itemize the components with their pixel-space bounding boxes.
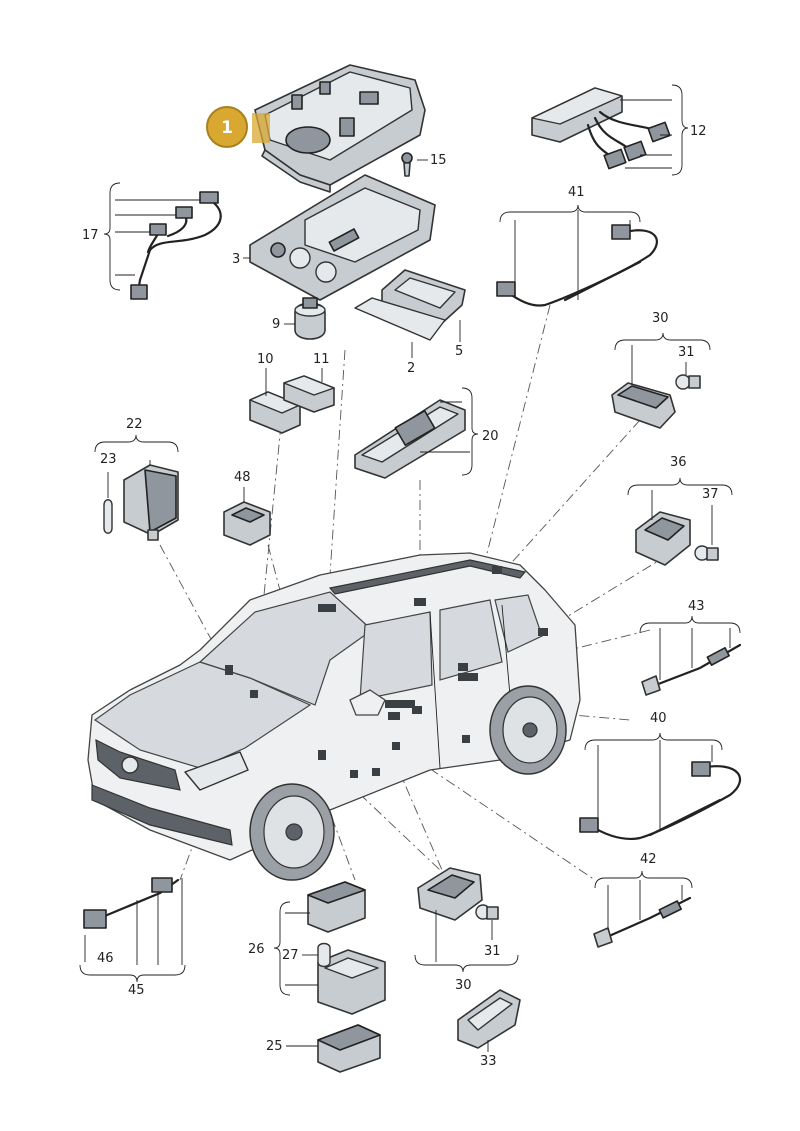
part-lamp-30-bottom: 30	[414, 867, 519, 993]
part-harness-41: 41	[496, 185, 658, 307]
part-lamp-30-top: 30	[611, 311, 711, 429]
callout-1-badge: 1	[206, 106, 270, 148]
part-lamp-26: 26	[248, 881, 386, 1015]
callout-40[interactable]: 40	[650, 711, 667, 726]
callout-2[interactable]: 2	[407, 361, 415, 376]
callout-12[interactable]: 12	[690, 124, 707, 139]
callout-3[interactable]: 3	[232, 252, 240, 267]
callout-17[interactable]: 17	[82, 228, 99, 243]
part-cover-2: 2	[354, 297, 446, 376]
callout-30-bottom[interactable]: 30	[455, 978, 472, 993]
callout-15[interactable]: 15	[430, 153, 447, 168]
part-lens-33: 33	[457, 989, 521, 1069]
vehicle-illustration	[87, 552, 581, 881]
part-bulb-27: 27	[282, 942, 331, 968]
part-bulb-31-bottom: 31	[475, 904, 501, 959]
callout-5[interactable]: 5	[455, 344, 463, 359]
part-bulb-23: 23	[100, 452, 117, 534]
part-harness-42: 42	[593, 852, 693, 948]
callout-31-bottom[interactable]: 31	[484, 944, 501, 959]
callout-22[interactable]: 22	[126, 417, 143, 432]
part-harness-17: 17	[82, 182, 222, 300]
part-switch-48: 48	[223, 470, 271, 546]
callout-46-group: 46	[97, 951, 114, 966]
callout-25[interactable]: 25	[266, 1039, 283, 1054]
callout-11[interactable]: 11	[313, 352, 330, 367]
part-switch-9: 9	[272, 297, 326, 340]
part-bulb-31-top: 31	[675, 345, 701, 390]
part-bulb-37: 37	[694, 487, 719, 561]
part-button-11: 11	[283, 352, 335, 413]
part-screw-15: 15	[401, 152, 447, 177]
part-lamp-22: 22	[94, 417, 179, 541]
part-lamp-20: 20	[354, 387, 499, 479]
callout-48[interactable]: 48	[234, 470, 251, 485]
part-control-unit-12: 12	[531, 84, 707, 176]
callout-46[interactable]: 46	[97, 951, 114, 966]
callout-10[interactable]: 10	[257, 352, 274, 367]
callout-41[interactable]: 41	[568, 185, 585, 200]
part-harness-40: 40	[579, 711, 741, 840]
part-roof-console	[254, 64, 426, 193]
callout-26[interactable]: 26	[248, 942, 265, 957]
callout-45[interactable]: 45	[128, 983, 145, 998]
callout-9[interactable]: 9	[272, 317, 280, 332]
part-harness-43: 43	[639, 599, 742, 696]
part-switch-25: 25	[266, 1024, 381, 1073]
callout-37[interactable]: 37	[702, 487, 719, 502]
callout-20[interactable]: 20	[482, 429, 499, 444]
part-harness-45: 45	[79, 877, 186, 998]
callout-36[interactable]: 36	[670, 455, 687, 470]
callout-43[interactable]: 43	[688, 599, 705, 614]
callout-33[interactable]: 33	[480, 1054, 497, 1069]
callout-27[interactable]: 27	[282, 948, 299, 963]
callout-30-top[interactable]: 30	[652, 311, 669, 326]
callout-42[interactable]: 42	[640, 852, 657, 867]
part-trim-frame-3: 3	[232, 174, 436, 301]
callout-23[interactable]: 23	[100, 452, 117, 467]
part-lamp-36: 36	[627, 455, 733, 566]
callout-1[interactable]: 1	[221, 118, 233, 138]
callout-31-top[interactable]: 31	[678, 345, 695, 360]
